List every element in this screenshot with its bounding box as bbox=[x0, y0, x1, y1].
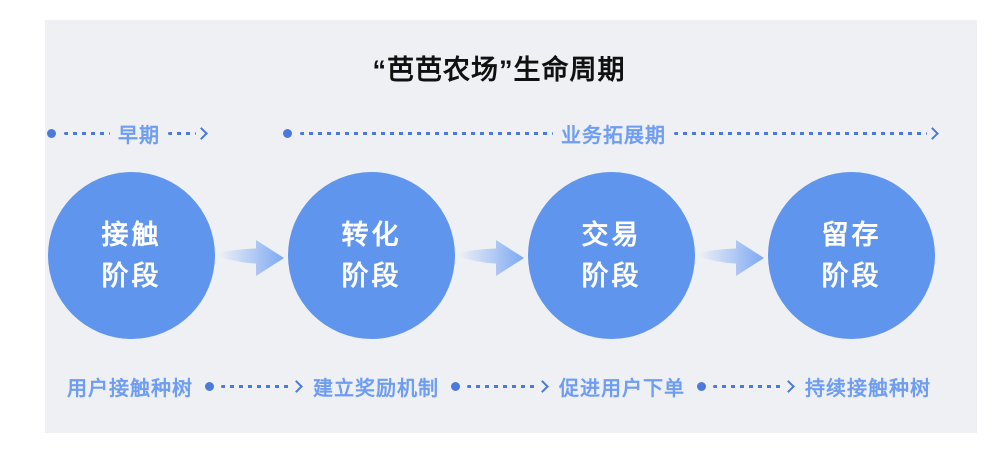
stage-name-line1: 接触 bbox=[101, 219, 162, 250]
connector-dot-icon bbox=[451, 381, 460, 391]
timeline-start-dot-icon bbox=[47, 128, 56, 138]
timeline-expansion: 业务拓展期 bbox=[283, 123, 939, 147]
stage-circle-conversion: 转化 阶段 bbox=[288, 172, 455, 339]
stage-name-line1: 转化 bbox=[341, 219, 402, 250]
gradient-arrow-right-icon bbox=[700, 240, 764, 276]
dashed-line bbox=[168, 131, 196, 135]
arrow-right-icon bbox=[290, 379, 303, 393]
timeline-expansion-label: 业务拓展期 bbox=[561, 124, 666, 147]
action-row: 用户接触种树 建立奖励机制 促进用户下单 持续接触种树 bbox=[45, 372, 977, 400]
lifecycle-panel: “芭芭农场”生命周期 早期 业务拓展期 接触 阶段 转化 阶段 交易 bbox=[45, 20, 977, 433]
action-connector bbox=[451, 379, 549, 393]
stage-name-line2: 阶段 bbox=[821, 260, 882, 291]
diagram-title: “芭芭农场”生命周期 bbox=[372, 55, 626, 85]
stage-circle-transaction: 交易 阶段 bbox=[528, 172, 695, 339]
dashed-line bbox=[221, 384, 292, 388]
action-connector bbox=[697, 379, 795, 393]
stage-name-line2: 阶段 bbox=[101, 260, 162, 291]
timeline-early: 早期 bbox=[47, 123, 221, 147]
connector-dot-icon bbox=[697, 381, 706, 391]
stage-name-line1: 留存 bbox=[821, 219, 882, 250]
arrow-right-icon bbox=[536, 379, 549, 393]
stage-name-line1: 交易 bbox=[581, 219, 642, 250]
action-label-retain: 持续接触种树 bbox=[805, 377, 931, 400]
arrow-right-icon bbox=[926, 126, 939, 140]
dashed-line bbox=[467, 384, 538, 388]
arrow-right-icon bbox=[195, 126, 208, 140]
stage-name-line2: 阶段 bbox=[581, 260, 642, 291]
stage-circle-contact: 接触 阶段 bbox=[48, 172, 215, 339]
dashed-line bbox=[674, 131, 927, 135]
gradient-arrow-right-icon bbox=[460, 240, 524, 276]
arrow-right-icon bbox=[782, 379, 795, 393]
dashed-line bbox=[64, 131, 110, 135]
action-label-order: 促进用户下单 bbox=[559, 377, 685, 400]
action-label-incentive: 建立奖励机制 bbox=[313, 377, 439, 400]
dashed-line bbox=[300, 131, 553, 135]
stage-name-line2: 阶段 bbox=[341, 260, 402, 291]
timeline-early-label: 早期 bbox=[118, 124, 160, 147]
dashed-line bbox=[713, 384, 784, 388]
action-connector bbox=[205, 379, 303, 393]
action-label-contact: 用户接触种树 bbox=[67, 377, 193, 400]
gradient-arrow-right-icon bbox=[220, 240, 284, 276]
timeline-start-dot-icon bbox=[283, 128, 292, 138]
stage-circle-retention: 留存 阶段 bbox=[768, 172, 935, 339]
connector-dot-icon bbox=[205, 381, 214, 391]
